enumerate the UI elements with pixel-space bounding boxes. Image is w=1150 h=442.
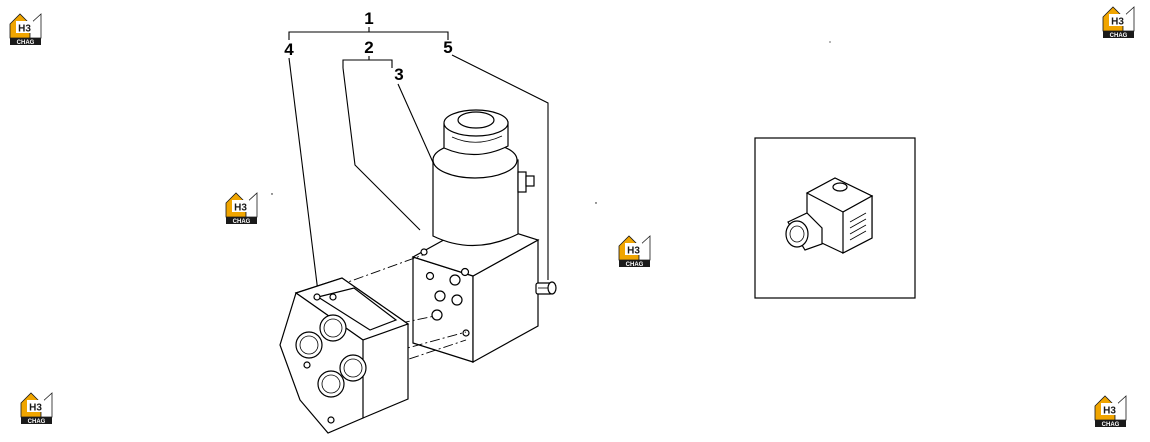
logo-caption: CHAG (1102, 422, 1120, 428)
logo-caption: CHAG (28, 419, 46, 425)
callout-5: 5 (443, 38, 452, 57)
din-connector-plug (785, 177, 874, 254)
logo-letters: H3 (29, 403, 42, 414)
logo-letters: H3 (234, 203, 247, 214)
connector-detail-box (754, 137, 916, 299)
watermark-logo-center: H3 CHAG (618, 235, 651, 268)
logo-letters: H3 (18, 24, 31, 35)
manifold-flange-plate (279, 277, 410, 434)
logo-caption: CHAG (1110, 33, 1128, 39)
watermark-logo-mid-left: H3 CHAG (225, 192, 258, 225)
callout-2: 2 (364, 38, 373, 57)
callout-1: 1 (364, 9, 373, 28)
callout-4: 4 (284, 40, 294, 59)
callout-3: 3 (394, 65, 403, 84)
leader-lines (288, 27, 877, 293)
logo-letters: H3 (627, 246, 640, 257)
logo-caption: CHAG (233, 219, 251, 225)
logo-letters: H3 (1111, 17, 1124, 28)
logo-caption: CHAG (626, 262, 644, 268)
watermark-logo-bottom-left: H3 CHAG (20, 392, 53, 425)
watermark-logo-bottom-right: H3 CHAG (1094, 395, 1127, 428)
solenoid-valve-assembly (411, 109, 557, 364)
logo-letters: H3 (1103, 406, 1116, 417)
watermark-logo-top-right: H3 CHAG (1102, 6, 1135, 39)
logo-caption: CHAG (17, 40, 35, 46)
watermark-logo-top-left: H3 CHAG (9, 13, 42, 46)
